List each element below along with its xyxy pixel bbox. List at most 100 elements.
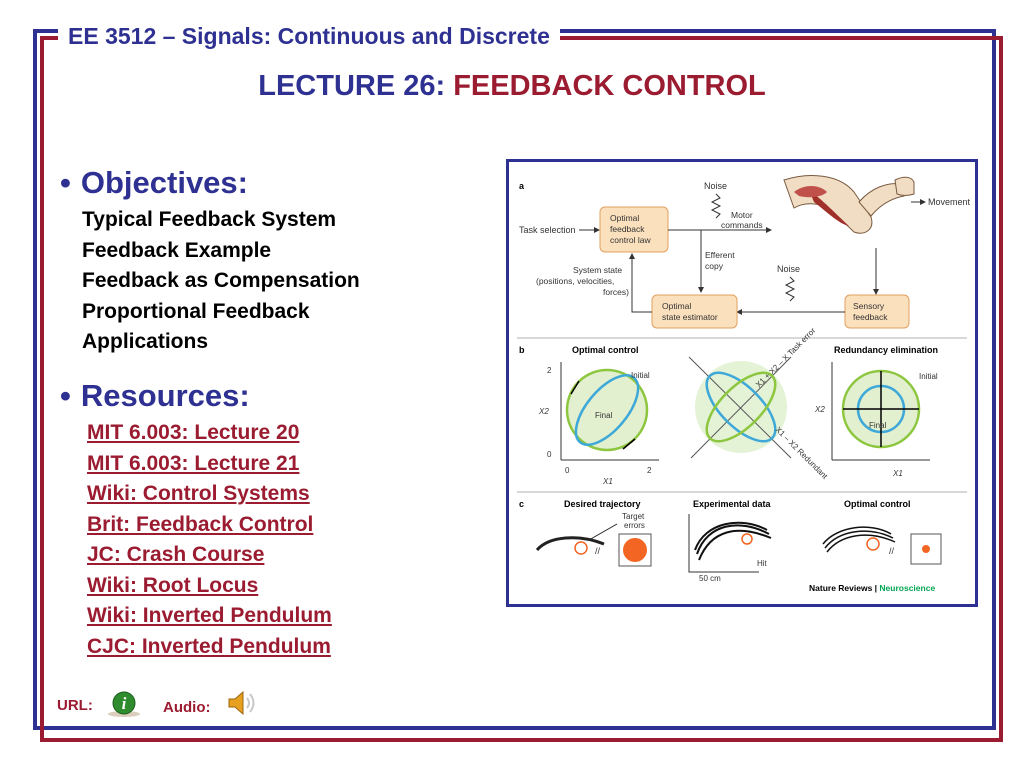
resource-link-brit-feedback-control[interactable]: Brit: Feedback Control (87, 512, 314, 536)
resources-list: MIT 6.003: Lecture 20 MIT 6.003: Lecture… (87, 418, 332, 662)
experimental-data-title: Experimental data (693, 499, 772, 509)
resource-link-wiki-root-locus[interactable]: Wiki: Root Locus (87, 573, 259, 597)
motor-commands-line-2: commands (721, 220, 763, 230)
break-mark-3: // (889, 546, 895, 556)
credit-label: Nature Reviews | Neuroscience (809, 583, 935, 593)
desired-trajectory-whisker (588, 523, 618, 541)
optimal-control-c-title: Optimal control (844, 499, 911, 509)
info-icon[interactable]: i (106, 690, 142, 718)
right-x1-label: X1 (892, 469, 903, 478)
x1-axis-label: X1 (602, 477, 613, 486)
objectives-list: Typical Feedback System Feedback Example… (82, 205, 360, 358)
desired-trajectory-path (535, 536, 605, 552)
lecture-topic: FEEDBACK CONTROL (453, 70, 766, 102)
resources-heading: Resources: (80, 378, 250, 413)
sensory-line-2: feedback (853, 312, 888, 322)
optimal-errors-dot (922, 545, 930, 553)
initial-circle-left (565, 368, 649, 452)
objective-item: Feedback as Compensation (82, 269, 360, 292)
task-error-label: X1 + X2 – X Task error (754, 326, 818, 390)
objective-item: Applications (82, 330, 209, 353)
task-error-axis (690, 356, 792, 459)
efferent-line-2: copy (705, 261, 724, 271)
resource-link-wiki-inverted-pendulum[interactable]: Wiki: Inverted Pendulum (87, 604, 332, 627)
state-feedback-arrow (629, 253, 652, 313)
resource-link-jc-crash-course[interactable]: JC: Crash Course (87, 543, 265, 566)
final-label-right: Final (869, 421, 887, 430)
target-marker-3 (866, 537, 880, 551)
arm-illustration (783, 175, 915, 234)
trajectory-arrow-2 (622, 438, 636, 450)
credit-journal: Nature Reviews | (809, 583, 879, 593)
objective-item: Proportional Feedback (82, 299, 310, 323)
resource-link-mit-lecture-21[interactable]: MIT 6.003: Lecture 21 (87, 451, 300, 475)
motor-commands-line-1: Motor (731, 210, 753, 220)
hit-target-marker (741, 533, 753, 545)
task-selection-label: Task selection (519, 225, 576, 235)
system-state-line-2: (positions, velocities, (536, 276, 614, 286)
speaker-icon[interactable] (226, 688, 260, 718)
final-label-left: Final (595, 411, 613, 420)
movement-label: Movement (928, 197, 971, 207)
efferent-line-1: Efferent (705, 250, 735, 260)
system-state-line-3: forces) (603, 287, 629, 297)
estimator-line-2: state estimator (662, 312, 718, 322)
system-state-line-1: System state (573, 265, 622, 275)
target-errors-line-1: Target (622, 512, 645, 521)
trajectory-arrow-1 (570, 380, 580, 395)
noise-bottom-label: Noise (777, 264, 800, 274)
figure-diagram: a Noise Task selection Optimal feedback … (517, 175, 971, 593)
middle-ellipse-2 (705, 371, 777, 443)
resource-link-mit-lecture-20[interactable]: MIT 6.003: Lecture 20 (87, 421, 300, 444)
xtick-0: 0 (565, 466, 570, 475)
redundancy-title: Redundancy elimination (834, 345, 938, 355)
redundant-label: X1 – X2 Redundant (774, 425, 830, 481)
bullet-icon: • (60, 165, 71, 200)
target-errors-dot (623, 538, 647, 562)
optimal-control-traces (822, 526, 896, 553)
ytick-2: 2 (547, 366, 552, 375)
objective-item: Typical Feedback System (82, 208, 337, 231)
noise-bottom-icon (784, 276, 796, 302)
experimental-axes (688, 514, 759, 573)
resources-heading-row: • Resources: (60, 378, 250, 414)
lecture-title: LECTURE 26: FEEDBACK CONTROL (0, 66, 1024, 106)
scale-label: 50 cm (699, 574, 721, 583)
panel-c-label: c (519, 499, 524, 509)
course-title: EE 3512 – Signals: Continuous and Discre… (58, 20, 560, 52)
initial-label-right: Initial (919, 372, 938, 381)
audio-label: Audio: (163, 699, 211, 716)
right-x2-label: X2 (814, 405, 825, 414)
url-label: URL: (57, 697, 93, 714)
objective-item: Feedback Example (82, 238, 272, 262)
ytick-0: 0 (547, 450, 552, 459)
control-law-line-3: control law (610, 235, 651, 245)
redundant-axis (688, 356, 792, 459)
control-law-line-2: feedback (610, 224, 645, 234)
credit-section: Neuroscience (879, 583, 935, 593)
target-marker-1 (574, 541, 588, 555)
sensory-line-1: Sensory (853, 301, 885, 311)
initial-label-left: Initial (631, 371, 650, 380)
panel-b-label: b (519, 345, 525, 355)
noise-top-label: Noise (704, 181, 727, 191)
optimal-control-title: Optimal control (572, 345, 639, 355)
panel-a-label: a (519, 181, 525, 191)
objectives-heading-row: •Objectives: (60, 165, 248, 201)
final-ellipse-left (574, 374, 640, 446)
bullet-icon: • (60, 378, 71, 413)
desired-trajectory-title: Desired trajectory (564, 499, 641, 509)
xtick-2: 2 (647, 466, 652, 475)
resource-link-cjc-inverted-pendulum[interactable]: CJC: Inverted Pendulum (87, 634, 331, 658)
info-icon-glyph: i (122, 694, 127, 713)
resource-link-wiki-control-systems[interactable]: Wiki: Control Systems (87, 482, 310, 505)
lecture-number: LECTURE 26: (258, 70, 454, 102)
noise-top-icon (710, 193, 722, 219)
break-mark-1: // (595, 546, 601, 556)
hit-label: Hit (757, 559, 768, 568)
x2-axis-label: X2 (538, 407, 549, 416)
experimental-traces (694, 521, 772, 561)
feedback-control-figure: a Noise Task selection Optimal feedback … (506, 159, 978, 607)
control-law-line-1: Optimal (610, 213, 639, 223)
target-errors-line-2: errors (624, 521, 645, 530)
